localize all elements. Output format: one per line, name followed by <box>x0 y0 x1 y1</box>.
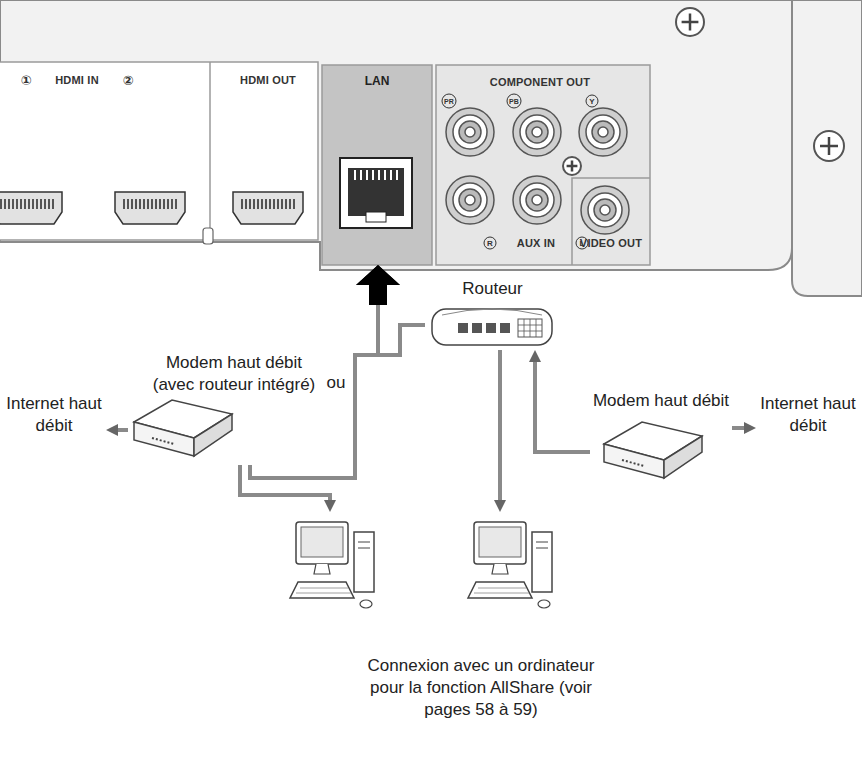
connector-note: ou <box>327 374 346 391</box>
rca-jack <box>579 108 627 156</box>
rj45-socket <box>348 168 404 216</box>
computers: Connexion avec un ordinateur pour la fon… <box>262 512 700 725</box>
rj45-pin <box>384 170 386 180</box>
jack-ring <box>453 115 487 149</box>
jack-ring <box>446 176 494 224</box>
node-label: Internet haut débit <box>756 393 860 437</box>
rca-jack <box>446 108 494 156</box>
node-label: Modem haut débit <box>593 390 729 412</box>
hdmi-port <box>233 192 303 224</box>
jack-ring <box>465 195 475 205</box>
rj45-pin <box>354 170 356 180</box>
lan-port: LAN <box>322 65 432 265</box>
rca-jack <box>513 108 561 156</box>
computer-icon <box>468 522 552 608</box>
rca-jack <box>513 176 561 224</box>
screws <box>563 8 844 175</box>
rj45-pin <box>396 170 398 180</box>
modem-router: Modem haut débit (avec routeur intégré) <box>128 350 340 465</box>
jack-ring <box>600 205 610 215</box>
jack-ring <box>526 189 548 211</box>
modem-icon <box>604 422 702 478</box>
jack-ring <box>513 108 561 156</box>
jack-ring <box>588 193 622 227</box>
port-label: ② <box>122 74 133 87</box>
jack-ring <box>520 183 554 217</box>
hdmi-port <box>0 192 62 224</box>
component-area <box>436 65 650 265</box>
modem-icon <box>134 400 232 456</box>
jack-ring <box>586 115 620 149</box>
port-label: HDMI OUT <box>240 75 296 86</box>
router: Routeur <box>425 276 560 350</box>
node-label: LAN <box>365 74 390 90</box>
jack-ring <box>459 121 481 143</box>
port-label: Y <box>586 95 599 108</box>
rj45-notch <box>366 212 386 222</box>
internet: Internet haut débit <box>756 390 860 440</box>
screw-cross <box>567 161 578 172</box>
screw <box>676 8 704 36</box>
jack-ring <box>532 127 542 137</box>
rj45-port <box>340 158 412 228</box>
network-cable <box>732 426 744 430</box>
screw <box>563 157 581 175</box>
network-cable <box>498 350 502 500</box>
port-label: VIDEO OUT <box>580 238 642 249</box>
screw <box>814 131 844 161</box>
video-out-divider <box>572 178 650 265</box>
latch <box>203 228 213 244</box>
node-label: Internet haut débit <box>2 393 106 437</box>
jack-ring <box>579 108 627 156</box>
rca-jacks <box>446 108 629 234</box>
network-cable <box>240 465 330 500</box>
jack-ring <box>594 199 616 221</box>
network-cable <box>535 362 590 452</box>
port-label: AUX IN <box>517 238 555 249</box>
hdmi-divider <box>209 62 211 240</box>
router-icon <box>432 309 552 345</box>
rj45-pin <box>366 170 368 180</box>
jack-ring <box>581 186 629 234</box>
port-label: PB <box>507 94 522 109</box>
rca-jack <box>446 176 494 224</box>
lan-area <box>322 65 432 265</box>
rj45-pin <box>372 170 374 180</box>
port-label: ① <box>20 74 31 87</box>
jack-ring <box>520 115 554 149</box>
screw-head <box>563 157 581 175</box>
network-cable <box>118 428 128 432</box>
jack-ring <box>513 176 561 224</box>
computer-icon <box>290 522 374 608</box>
port-label: COMPONENT OUT <box>490 77 590 88</box>
screw-cross <box>682 14 699 31</box>
modem: Modem haut débit <box>590 388 732 485</box>
jack-ring <box>532 195 542 205</box>
jack-ring <box>526 121 548 143</box>
jack-ring <box>598 127 608 137</box>
rca-jack <box>581 186 629 234</box>
jack-ring <box>459 189 481 211</box>
rj45-pin <box>360 170 362 180</box>
jack-ring <box>592 121 614 143</box>
port-label: R <box>484 237 497 250</box>
rj45-pin <box>378 170 380 180</box>
jack-ring <box>465 127 475 137</box>
internet: Internet haut débit <box>2 390 106 440</box>
hdmi-port <box>115 192 185 224</box>
port-label: HDMI IN <box>55 75 99 86</box>
rj45-pin <box>390 170 392 180</box>
node-label: Routeur <box>462 278 522 300</box>
side-bracket <box>792 0 862 296</box>
node-label: Connexion avec un ordinateur pour la fon… <box>364 655 599 721</box>
screw-cross <box>820 137 838 155</box>
jack-ring <box>453 183 487 217</box>
network-cable <box>378 305 425 355</box>
port-label: PR <box>442 94 457 109</box>
node-label: Modem haut débit (avec routeur intégré) <box>148 352 320 396</box>
screw-head <box>814 131 844 161</box>
screw-head <box>676 8 704 36</box>
jack-ring <box>446 108 494 156</box>
